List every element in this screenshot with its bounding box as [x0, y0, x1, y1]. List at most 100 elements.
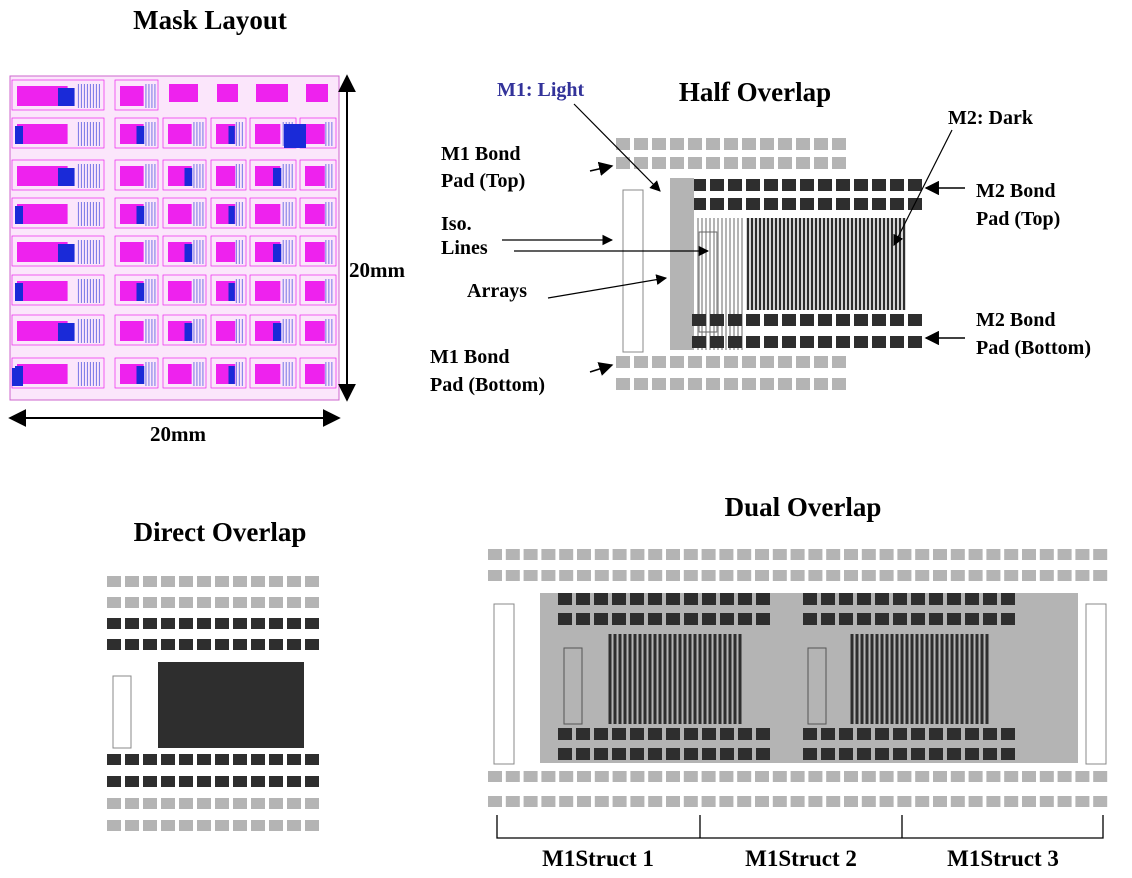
mask-cell-fill	[305, 166, 325, 186]
dual-m2-top-pad	[983, 613, 997, 625]
mask-cell-blue	[58, 88, 75, 106]
dual-m1-top-pad	[1039, 549, 1054, 560]
direct-m1-bottom-pad	[233, 798, 247, 809]
dual-m2-bottom-pad	[839, 748, 853, 760]
dual-m2-bottom-pad	[893, 728, 907, 740]
dual-m1-bottom-pad	[666, 796, 680, 807]
dual-m1-top-pad	[630, 549, 645, 560]
direct-m2-bottom-pad	[305, 776, 319, 787]
mask-cell-fill	[305, 364, 325, 384]
dual-m2-bottom-pad	[702, 728, 716, 740]
direct-m1-bottom-pad	[179, 820, 193, 831]
m1-bond-bottom-arrow	[589, 362, 614, 376]
m1-top-pad	[832, 157, 846, 169]
direct-m1-top-pad	[215, 597, 229, 608]
mask-cell-outline	[114, 357, 159, 389]
mask-cell-fill	[17, 86, 68, 106]
dual-m1-bottom-pad	[986, 771, 1001, 782]
mask-cell-outline	[11, 235, 105, 267]
m1-bottom-pad	[778, 378, 792, 390]
m1-top-pad	[814, 157, 828, 169]
mask-blue-block	[284, 124, 306, 148]
dual-m2-top-pad	[612, 613, 626, 625]
direct-m1-bottom-pad	[287, 798, 301, 809]
dual-m1-top-pad	[488, 570, 502, 581]
mask-cell-outline	[210, 197, 247, 229]
m2-bottom-pad	[728, 336, 742, 348]
direct-m2-bottom-pad	[287, 754, 301, 765]
direct-m1-bottom-pad	[251, 798, 265, 809]
m2-bond-pad-bottom-label-line2: Pad (Bottom)	[976, 337, 1091, 359]
m1-bottom-pad	[688, 378, 702, 390]
dual-m1-bottom-pad	[683, 771, 698, 782]
mask-cell	[256, 84, 288, 102]
direct-m1-bottom-pad	[305, 820, 319, 831]
mask-cell-grid	[11, 79, 337, 389]
m2-bottom-pad	[782, 336, 796, 348]
dual-m2-bottom-pad	[947, 728, 961, 740]
dual-m1-bottom-pad	[666, 771, 680, 782]
mask-cell-blue	[15, 206, 23, 224]
dual-m2-bottom-pad	[875, 728, 889, 740]
dual-m2-top-pad	[738, 593, 752, 605]
m2-bottom-pad	[746, 336, 760, 348]
dual-m2-bottom-pad	[648, 748, 662, 760]
direct-m1-top-pad	[179, 597, 193, 608]
dual-m1-top-pad	[861, 549, 876, 560]
mask-cell-outline	[210, 159, 247, 191]
direct-m2-bottom-pad	[125, 776, 139, 787]
dual-m2-bottom-pad	[839, 728, 853, 740]
m2-bottom-pad	[746, 314, 760, 326]
mask-cell-fill	[120, 166, 144, 186]
direct-m1-bottom-pad	[215, 798, 229, 809]
dual-m2-top-pad	[594, 593, 608, 605]
m1-top-pad	[706, 157, 720, 169]
mask-cell-blue	[58, 244, 75, 262]
dual-m2-top-pad	[947, 593, 961, 605]
dual-m1-top-pad	[986, 570, 1001, 581]
dual-m2-bottom-pad	[738, 728, 752, 740]
mask-cell-fill	[305, 124, 325, 144]
dual-m1-top-pad	[1039, 570, 1054, 581]
m1-top-pad	[652, 157, 666, 169]
m1-bottom-pad	[814, 356, 828, 368]
m1-top-pad	[778, 138, 792, 150]
dual-iso-box	[563, 647, 583, 725]
direct-m2-top-pad	[107, 618, 121, 629]
direct-m1-top-pad	[107, 597, 121, 608]
m2-top-pad	[818, 179, 832, 191]
mask-cell-outline	[299, 357, 337, 389]
m2-top-pad	[746, 179, 760, 191]
dual-m1-top-pad	[523, 549, 538, 560]
m1-bottom-pad	[724, 356, 738, 368]
dual-m1-bottom-pad	[968, 796, 983, 807]
m1-bottom-pad	[652, 378, 666, 390]
dual-m1-bottom-pad	[808, 796, 823, 807]
iso-lines-label-line2: Lines	[441, 237, 488, 259]
direct-m1-top-pad	[197, 576, 211, 587]
dual-m1-bottom-pad	[737, 796, 752, 807]
dual-m2-bottom-pad	[947, 748, 961, 760]
direct-overlap-section: Direct Overlap	[107, 517, 319, 831]
mask-cell-blue	[273, 168, 282, 186]
direct-m2-top-pad	[107, 639, 121, 650]
dual-m2-top-pad	[558, 593, 572, 605]
dual-m1-top-pad	[701, 570, 716, 581]
m2-top-pad	[818, 198, 832, 210]
arrays-label: Arrays	[467, 280, 527, 302]
m2-top-pad	[872, 179, 886, 191]
direct-m2-top-pad	[125, 618, 139, 629]
dual-m1-top-pad	[1004, 570, 1019, 581]
direct-m1-bottom-pad	[125, 820, 139, 831]
dual-m1-top-pad	[790, 549, 805, 560]
mask-cell-fill	[120, 242, 144, 262]
dual-m1-bottom-pad	[772, 796, 787, 807]
dual-m1-top-pad	[1075, 570, 1090, 581]
dual-m2-bottom-pad	[803, 748, 817, 760]
direct-m2-bottom-pad	[107, 776, 121, 787]
m2-bottom-pad	[818, 314, 832, 326]
mask-cell-fill	[168, 124, 192, 144]
mask-cell-blue	[136, 206, 145, 224]
mask-cell-outline	[299, 274, 337, 306]
